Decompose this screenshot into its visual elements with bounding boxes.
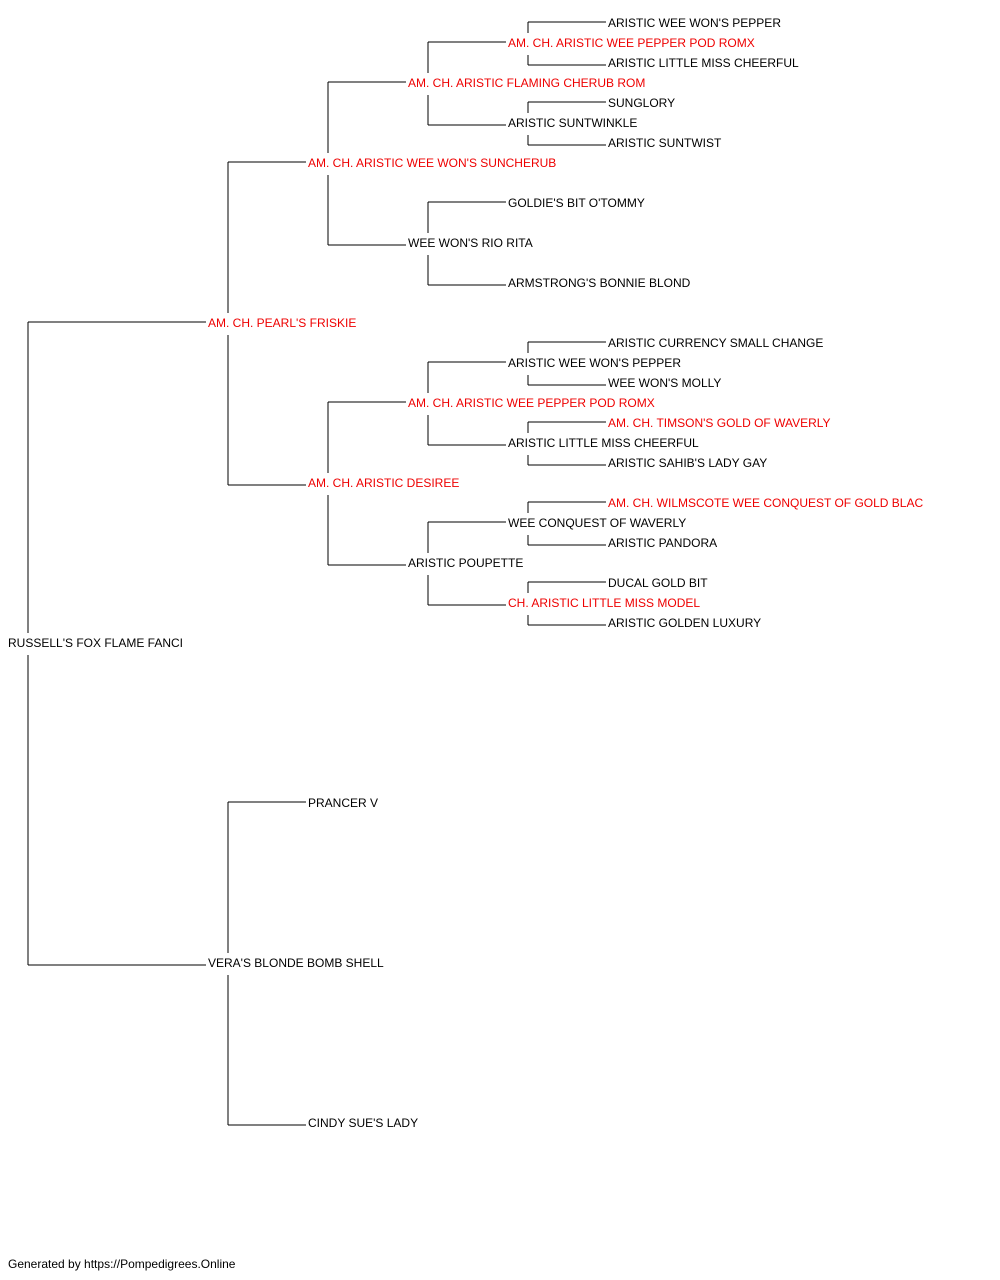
ancestor-sssd: ARISTIC SUNTWINKLE [508,116,638,130]
ancestor-sddd: CH. ARISTIC LITTLE MISS MODEL [508,596,701,610]
ancestor-sdsds: AM. CH. TIMSON'S GOLD OF WAVERLY [608,416,831,430]
ancestor-sdsdd: ARISTIC SAHIB'S LADY GAY [608,456,768,470]
dam-sire: PRANCER V [308,796,379,810]
sire-dam: AM. CH. ARISTIC DESIREE [308,476,460,490]
ancestor-sdd: ARISTIC POUPETTE [408,556,524,570]
dam-dam: CINDY SUE'S LADY [308,1116,419,1130]
ancestor-ssdd: ARMSTRONG'S BONNIE BLOND [508,276,691,290]
ancestor-ssd: WEE WON'S RIO RITA [408,236,533,250]
ancestor-sdsd: ARISTIC LITTLE MISS CHEERFUL [508,436,699,450]
ancestor-sdddd: ARISTIC GOLDEN LUXURY [608,616,762,630]
ancestor-sdds: WEE CONQUEST OF WAVERLY [508,516,687,530]
ancestor-sdsss: ARISTIC CURRENCY SMALL CHANGE [608,336,824,350]
ancestor-ssds: GOLDIE'S BIT O'TOMMY [508,196,645,210]
ancestor-sdss: ARISTIC WEE WON'S PEPPER [508,356,681,370]
ancestor-sssdd: ARISTIC SUNTWIST [608,136,722,150]
ancestor-sddss: AM. CH. WILMSCOTE WEE CONQUEST OF GOLD B… [608,496,924,510]
subject-dog: RUSSELL'S FOX FLAME FANCI [8,636,184,650]
dam: VERA'S BLONDE BOMB SHELL [208,956,384,970]
ancestor-sddds: DUCAL GOLD BIT [608,576,708,590]
sire-sire: AM. CH. ARISTIC WEE WON'S SUNCHERUB [308,156,557,170]
ancestor-sss: AM. CH. ARISTIC FLAMING CHERUB ROM [408,76,646,90]
ancestor-sdssd: WEE WON'S MOLLY [608,376,722,390]
ancestor-sds: AM. CH. ARISTIC WEE PEPPER POD ROMX [408,396,655,410]
sire: AM. CH. PEARL'S FRISKIE [208,316,357,330]
ancestor-sssss: ARISTIC WEE WON'S PEPPER [608,16,781,30]
ancestor-sddsd: ARISTIC PANDORA [608,536,718,550]
ancestor-ssss: AM. CH. ARISTIC WEE PEPPER POD ROMX [508,36,755,50]
ancestor-sssds: SUNGLORY [608,96,676,110]
ancestor-ssssd: ARISTIC LITTLE MISS CHEERFUL [608,56,799,70]
footer-credit: Generated by https://Pompedigrees.Online [8,1257,236,1271]
